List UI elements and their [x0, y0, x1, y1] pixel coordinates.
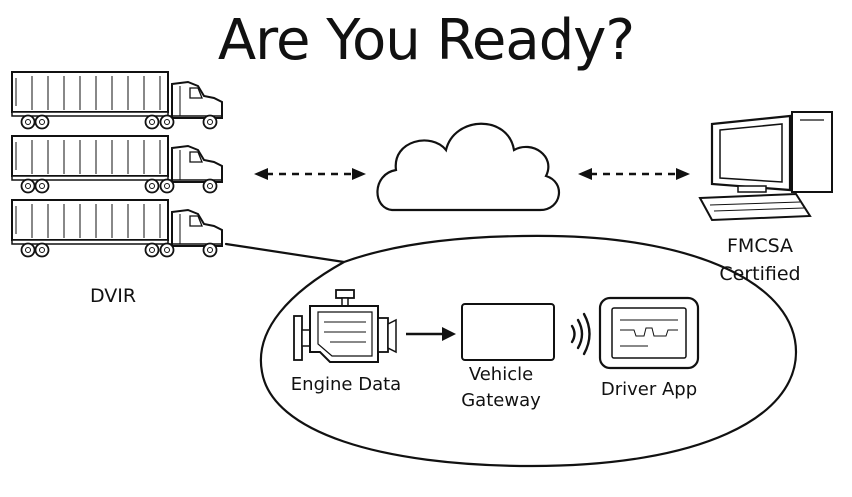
fmcsa-label-line1: FMCSA: [727, 235, 793, 257]
engine-data-label: Engine Data: [290, 374, 402, 395]
truck-icon: [11, 71, 223, 130]
gateway-icon: [461, 303, 555, 361]
page-title: Are You Ready?: [217, 8, 635, 73]
driver-app-label: Driver App: [600, 379, 698, 400]
cloud-icon: [376, 122, 561, 212]
tablet-icon: [598, 296, 700, 370]
right-dashed-arrow: [578, 168, 690, 180]
vehicle-gateway-label-line1: Vehicle: [468, 364, 534, 385]
left-dashed-arrow: [254, 168, 366, 180]
engine-icon: [293, 289, 397, 363]
computer-icon: [698, 111, 833, 222]
truck-icon: [11, 135, 223, 194]
vehicle-gateway-label-line2: Gateway: [461, 390, 541, 411]
dvir-label: DVIR: [90, 285, 137, 307]
data-flow-arrow: [406, 327, 456, 341]
truck-icon: [11, 199, 223, 258]
fmcsa-label-line2: Certified: [719, 263, 801, 285]
wireless-icon: [570, 312, 591, 356]
